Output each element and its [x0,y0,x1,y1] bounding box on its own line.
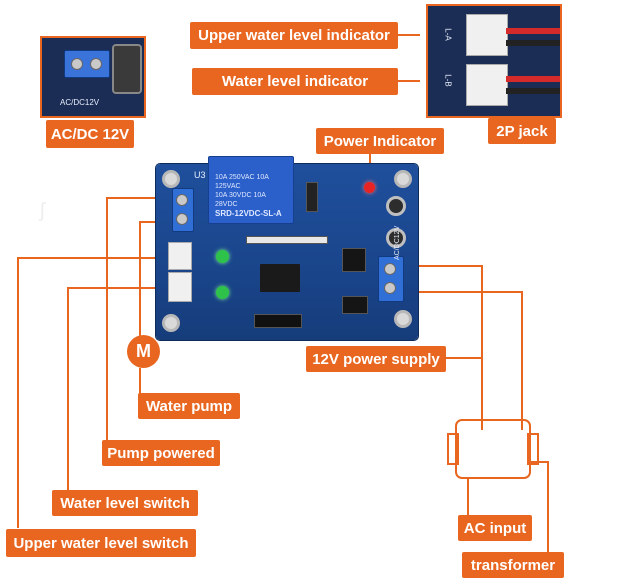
relay-model: SRD-12VDC-SL-A [215,209,282,218]
label-upper-water-level-switch: Upper water level switch [6,529,196,557]
inset-jack-upper [466,14,508,56]
mount-hole-tr [394,170,412,188]
label-transformer: transformer [462,552,564,578]
mount-hole-bl [162,314,180,332]
header-pins [254,314,302,328]
led-upper-level [216,250,229,263]
inset-wire-black [506,40,560,46]
mount-hole-tl [162,170,180,188]
wire-transformer [528,461,549,552]
inset-wire-red [506,28,560,34]
label-2p-jack: 2P jack [488,118,556,144]
terminal-supply [378,256,404,302]
relay-rating-2: 10A 30VDC 10A 28VDC [215,192,266,208]
label-water-level-indicator: Water level indicator [192,68,398,95]
label-power-indicator: Power Indicator [316,128,444,154]
relay-module: 10A 250VAC 10A 125VAC 10A 30VDC 10A 28VD… [208,156,294,224]
inset-2p-jack: L-A L-B [426,4,562,118]
wire-level-switch [67,287,182,492]
label-ac-input: AC input [458,515,532,541]
capacitor-2 [386,228,406,248]
inset-jack-mark-b: L-B [443,74,453,87]
terminal-pump [172,188,194,232]
inset-acdc-terminal: AC/DC12V [40,36,146,118]
diode [306,182,318,212]
label-water-level-switch: Water level switch [52,490,198,516]
inset-capacitor [112,44,142,94]
wire-supply-a [410,265,483,430]
label-ac-dc-12v: AC/DC 12V [46,120,134,148]
inset-jack-mark-a: L-A [443,28,453,41]
led-power [364,182,375,193]
connector-upper-level [168,242,192,270]
controller-ic [260,264,300,292]
label-water-pump: Water pump [138,393,240,419]
relay-rating-1: 10A 250VAC 10A 125VAC [215,174,269,190]
label-pump-powered: Pump powered [102,440,220,466]
inset-silkscreen: AC/DC12V [60,98,100,107]
silk-acdc: AC/DC12V [394,225,401,260]
controller-board: U3 10A 250VAC 10A 125VAC 10A 30VDC 10A 2… [156,156,418,340]
transistor [342,296,368,314]
wire-upper-level-switch [17,257,182,528]
label-upper-water-level-indicator: Upper water level indicator [190,22,398,49]
label-12v-power-supply: 12V power supply [306,346,446,372]
led-water-level [216,286,229,299]
motor-symbol: M [127,335,160,368]
resistor-row [246,236,328,244]
connector-water-level [168,272,192,302]
regulator [342,248,366,272]
mount-hole-br [394,310,412,328]
transformer-body [455,419,531,479]
silk-u3: U3 [194,170,206,180]
capacitor-1 [386,196,406,216]
inset-jack-lower [466,64,508,106]
inset-terminal-block [64,50,110,78]
wire-supply-b [410,291,523,430]
